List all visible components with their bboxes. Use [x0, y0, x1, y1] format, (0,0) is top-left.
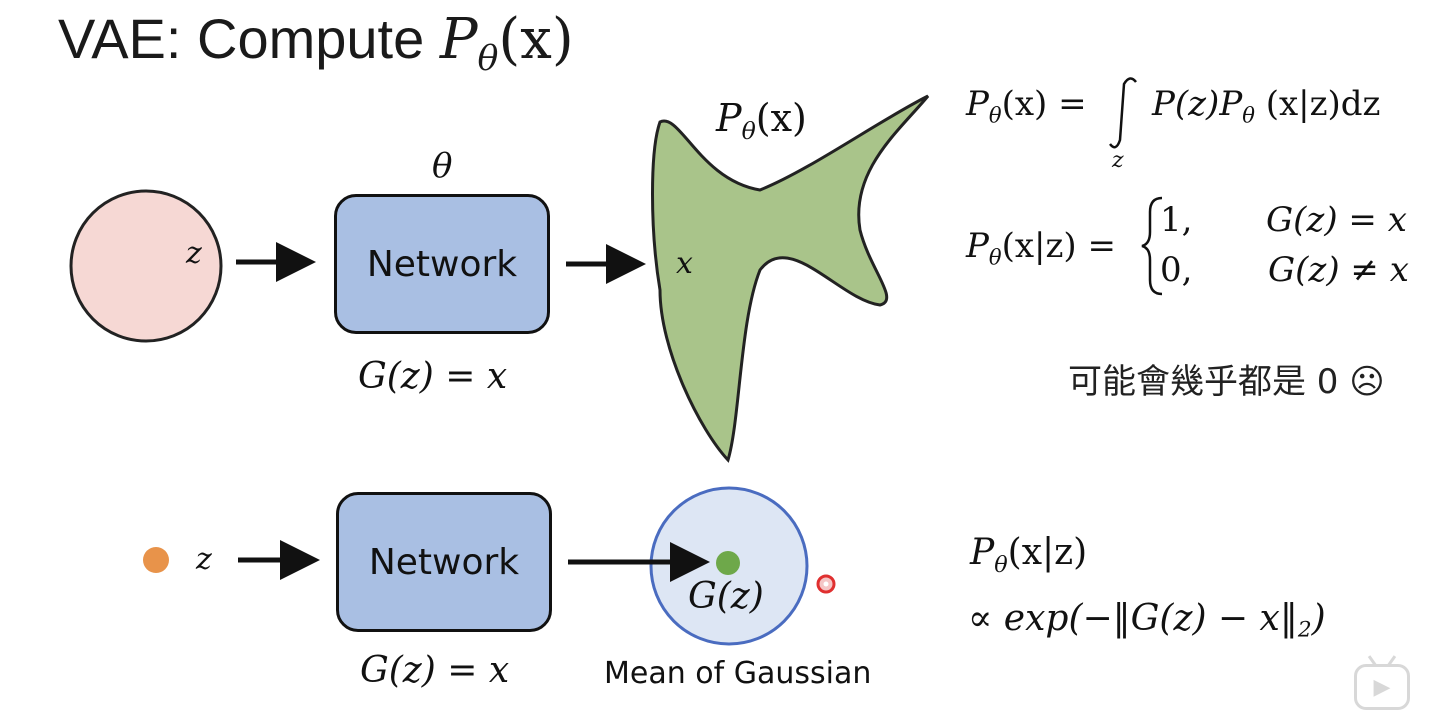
z-label-bottom: z [196, 542, 212, 577]
piecewise-case1-condition: G(z) = x [1266, 200, 1407, 240]
gz-point [716, 551, 740, 575]
distribution-blob [651, 94, 930, 463]
note-text: 可能會幾乎都是 0 ☹ [1068, 362, 1385, 402]
play-icon[interactable]: ▶ [1354, 664, 1410, 710]
distribution-label: Pθ(x) [716, 96, 807, 146]
piecewise-case2-value: 0, [1160, 250, 1193, 290]
network-label-bottom: Network [368, 541, 520, 583]
latent-space-circle [69, 189, 223, 343]
gaussian-formula-line1: Pθ(x|z) [970, 532, 1088, 578]
z-label-top: z [186, 236, 202, 271]
theta-label: θ [432, 146, 453, 186]
piecewise-lhs: Pθ(x|z) = [966, 226, 1116, 270]
z-point [143, 547, 169, 573]
gaussian-caption: Mean of Gaussian [604, 656, 872, 691]
x-label: x [676, 246, 693, 281]
integral-sign [1109, 77, 1137, 149]
network-box-bottom: Network [336, 492, 552, 632]
integral-integrand: P(z)Pθ (x|z)dz [1152, 84, 1381, 128]
network-box-top: Network [334, 194, 550, 334]
gaussian-formula-line2: ∝ exp(−‖G(z) − x‖2) [968, 598, 1326, 643]
gz-equation-bottom: G(z) = x [360, 650, 510, 691]
integral-lower-limit: z [1112, 148, 1124, 173]
integral-lhs: Pθ(x) = [966, 84, 1087, 128]
slide-title: VAE: Compute Pθ(x) [58, 6, 574, 79]
network-label-top: Network [366, 243, 518, 285]
cursor-dot-icon [816, 574, 836, 594]
piecewise-case1-value: 1, [1160, 200, 1193, 240]
gz-point-label: G(z) [688, 576, 764, 617]
slide-title-text: VAE: Compute [58, 7, 440, 70]
slide-title-math: Pθ(x) [439, 7, 574, 80]
piecewise-brace [1141, 196, 1163, 296]
piecewise-case2-condition: G(z) ≠ x [1268, 250, 1409, 290]
gz-equation-top: G(z) = x [358, 356, 508, 397]
